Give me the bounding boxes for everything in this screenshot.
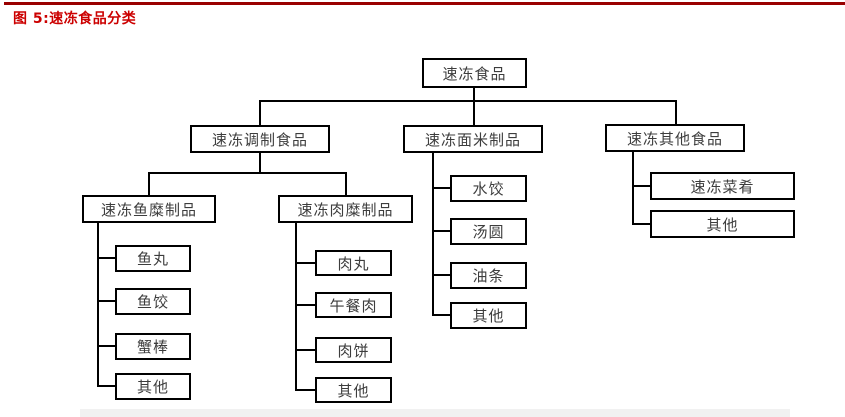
connector-line [632, 185, 652, 187]
connector-line [97, 300, 117, 302]
node-fish-surimi-products: 速冻鱼糜制品 [82, 195, 216, 223]
node-other-frozen-foods: 速冻其他食品 [605, 124, 745, 152]
connector-line [295, 349, 317, 351]
leaf-fried-dough-sticks: 油条 [450, 262, 527, 289]
node-meat-surimi-products: 速冻肉糜制品 [278, 195, 413, 223]
leaf-boiled-dumplings: 水饺 [450, 175, 527, 202]
connector-line [97, 257, 117, 259]
leaf-fish-other: 其他 [115, 373, 191, 400]
leaf-meat-other: 其他 [315, 377, 392, 403]
connector-line [473, 88, 475, 125]
connector-line [295, 223, 297, 391]
connector-line [295, 389, 317, 391]
connector-line [148, 172, 150, 195]
connector-line [295, 262, 317, 264]
connector-line [432, 187, 452, 189]
leaf-crab-sticks: 蟹棒 [115, 333, 191, 360]
connector-line [432, 153, 434, 316]
connector-line [148, 172, 347, 174]
leaf-frozen-dishes: 速冻菜肴 [650, 172, 795, 200]
connector-line [632, 152, 634, 225]
title-rule [4, 2, 845, 5]
leaf-other-foods-other: 其他 [650, 210, 795, 238]
connector-line [259, 100, 677, 102]
connector-line [259, 153, 261, 172]
image-bottom-strip [80, 409, 790, 417]
connector-line [97, 345, 117, 347]
connector-line [432, 314, 452, 316]
leaf-meat-patties: 肉饼 [315, 337, 392, 363]
leaf-meat-balls: 肉丸 [315, 250, 392, 276]
figure-title: 图 5:速冻食品分类 [13, 11, 137, 27]
connector-line [432, 274, 452, 276]
connector-line [675, 100, 677, 124]
connector-line [632, 223, 652, 225]
leaf-fish-balls: 鱼丸 [115, 245, 191, 272]
node-frozen-food-root: 速冻食品 [422, 58, 527, 88]
leaf-luncheon-meat: 午餐肉 [315, 292, 392, 318]
leaf-glutinous-rice-balls: 汤圆 [450, 218, 527, 245]
connector-line [97, 385, 117, 387]
leaf-fish-dumplings: 鱼饺 [115, 288, 191, 315]
connector-line [345, 172, 347, 195]
connector-line [97, 223, 99, 387]
connector-line [432, 230, 452, 232]
node-prepared-frozen-foods: 速冻调制食品 [190, 125, 330, 153]
connector-line [295, 304, 317, 306]
leaf-rice-flour-other: 其他 [450, 302, 527, 329]
connector-line [259, 100, 261, 125]
node-rice-flour-frozen-foods: 速冻面米制品 [403, 125, 543, 153]
